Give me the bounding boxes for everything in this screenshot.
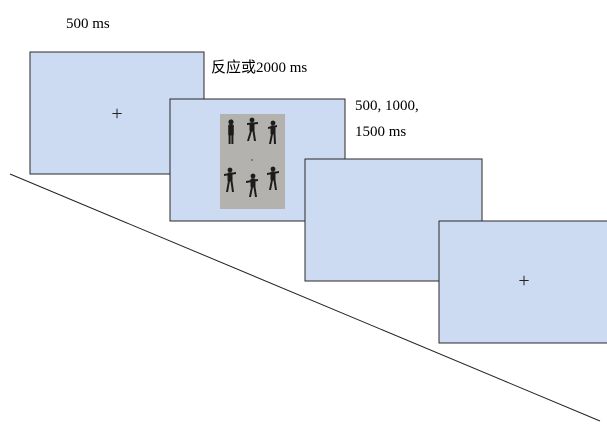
human-figure-icon (268, 120, 277, 144)
human-figure-icon (267, 166, 279, 190)
center-dot (251, 159, 253, 161)
fixation-cross: + (111, 103, 122, 125)
isi-duration-label-line1: 500, 1000, (355, 98, 419, 114)
stimulus-image (220, 114, 285, 209)
human-figure-icon (228, 119, 234, 144)
fixation-cross: + (518, 270, 529, 292)
screen-fixation-2: + (438, 220, 607, 344)
isi-duration-label-line2: 1500 ms (355, 124, 406, 140)
timeline-line (9, 173, 601, 422)
human-figure-icon (246, 173, 258, 197)
stimulus-duration-label: 反应或2000 ms (211, 58, 307, 76)
human-figure-icon (247, 117, 258, 141)
fixation-duration-label: 500 ms (66, 16, 110, 32)
human-figure-icon (224, 167, 236, 192)
screen-frame (438, 220, 607, 344)
